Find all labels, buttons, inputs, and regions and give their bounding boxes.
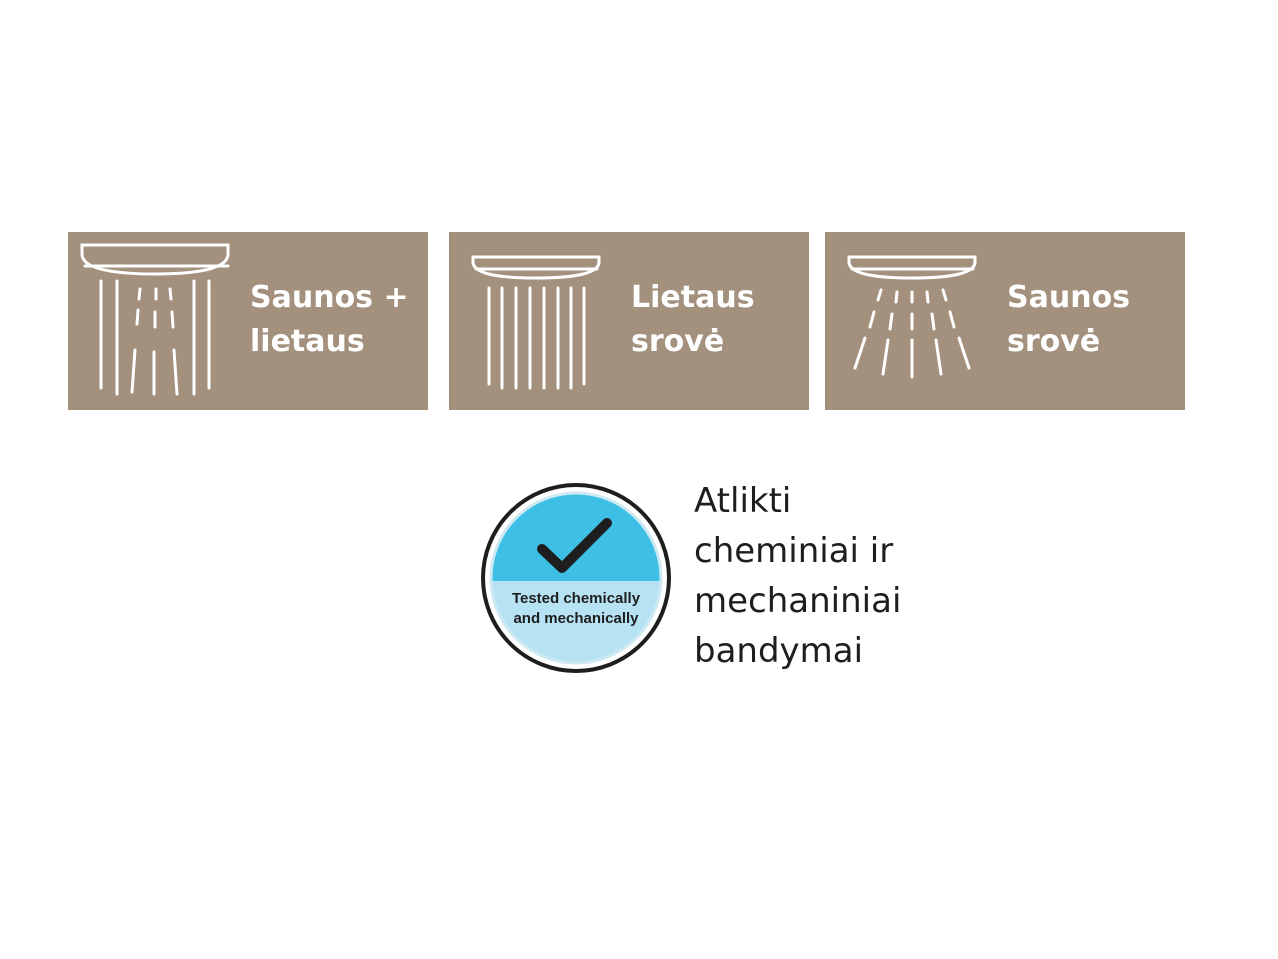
shower-mode-label-line-2: srovė — [631, 324, 725, 359]
badge-text-line-1: Tested chemically — [512, 590, 641, 607]
badge-caption-line-4: bandymai — [694, 631, 864, 671]
shower-mode-label: Saunos srovė — [1007, 276, 1130, 364]
badge-inner-edge — [489, 491, 663, 665]
shower-mode-panel-rain: Lietaus srovė — [449, 232, 809, 410]
sauna-shower-icon — [847, 255, 977, 379]
checkmark-icon — [537, 518, 612, 573]
shower-mode-panel-sauna-rain: Saunos + lietaus — [68, 232, 428, 410]
tested-badge: Tested chemically and mechanically — [480, 482, 672, 674]
badge-caption: Atlikti cheminiai ir mechaniniai bandyma… — [694, 476, 901, 676]
rain-shower-icon — [471, 255, 601, 390]
shower-mode-panel-sauna: Saunos srovė — [825, 232, 1185, 410]
badge-ring — [481, 483, 671, 673]
shower-mode-label-line-2: srovė — [1007, 324, 1101, 359]
shower-mode-label: Saunos + lietaus — [250, 276, 409, 364]
badge-text-line-2: and mechanically — [513, 610, 639, 627]
shower-mode-label-line-1: Lietaus — [631, 280, 755, 315]
shower-mode-label-line-1: Saunos — [1007, 280, 1131, 315]
sauna-rain-shower-icon — [80, 243, 230, 396]
shower-mode-label-line-1: Saunos + — [250, 280, 409, 315]
badge-caption-line-2: cheminiai ir — [694, 531, 894, 571]
badge-caption-line-1: Atlikti — [694, 481, 792, 521]
shower-mode-label: Lietaus srovė — [631, 276, 755, 364]
badge-caption-line-3: mechaniniai — [694, 581, 902, 621]
shower-mode-label-line-2: lietaus — [250, 324, 365, 359]
